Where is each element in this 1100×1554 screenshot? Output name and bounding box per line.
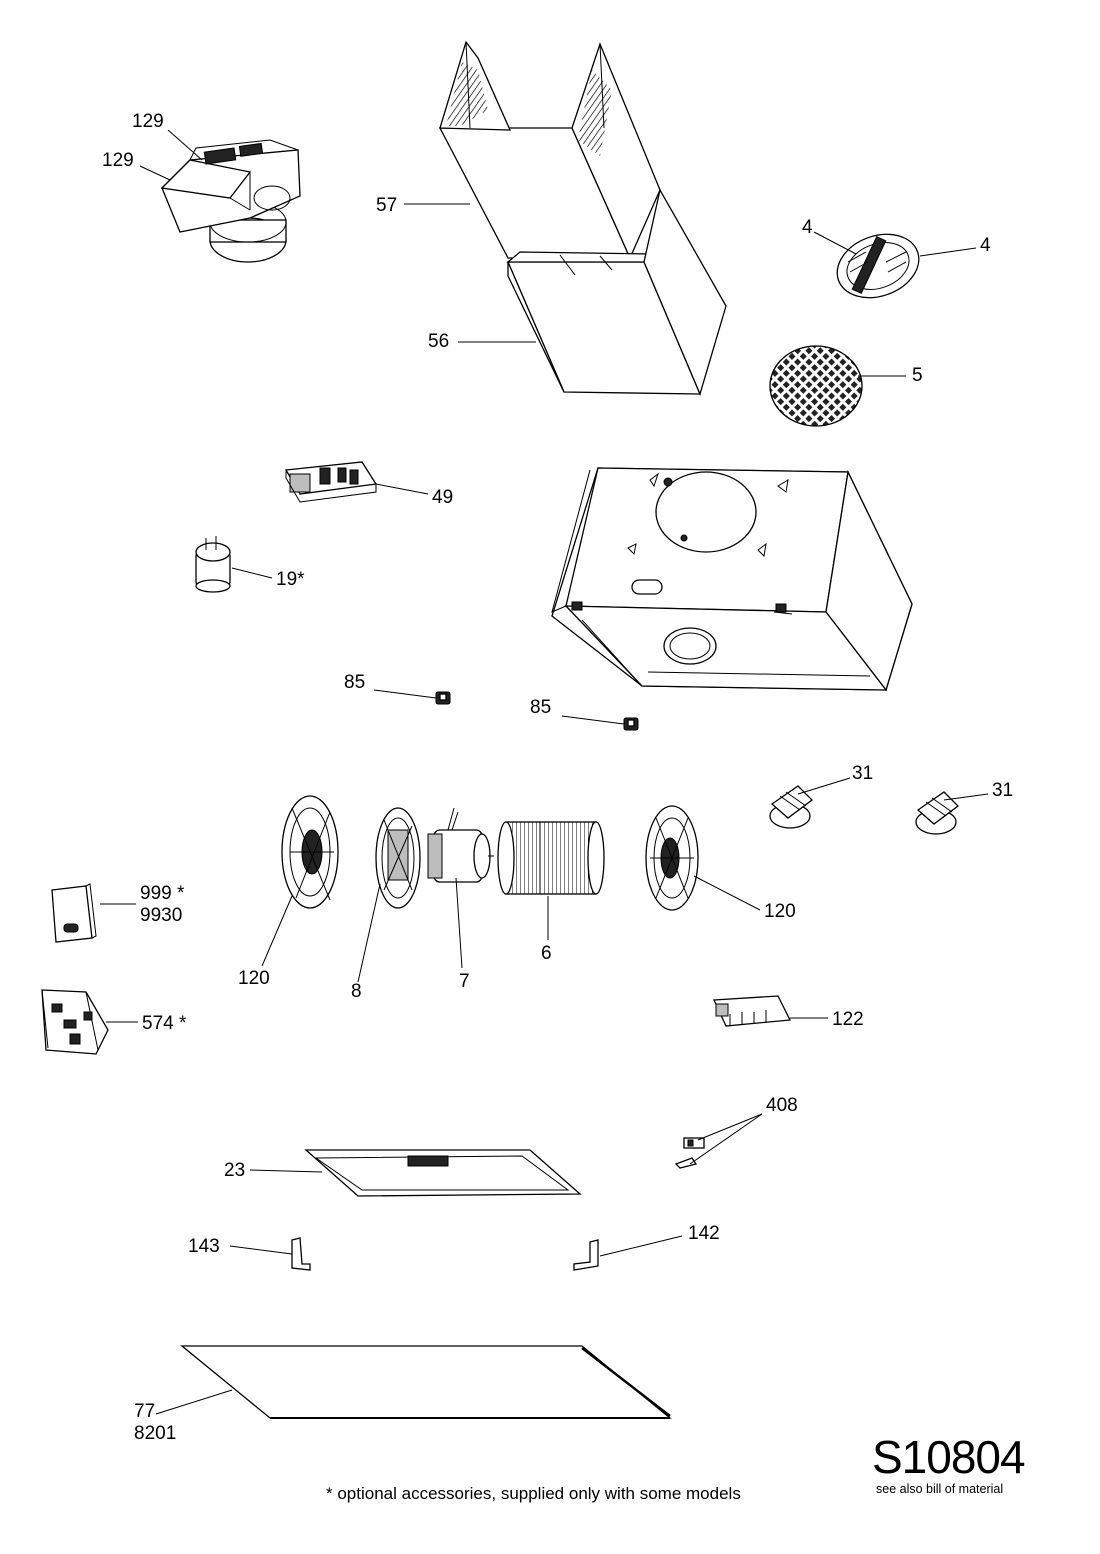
part-120-fan-housing-right xyxy=(645,805,699,911)
part-129-outlet-adapter xyxy=(160,139,301,263)
part-85-clip-right xyxy=(623,717,639,731)
bill-of-material-note: see also bill of material xyxy=(876,1482,1004,1496)
part-120-fan-housing-left xyxy=(281,795,339,909)
part-56-lower-chimney xyxy=(506,188,727,396)
callout-120-right: 120 xyxy=(764,901,796,922)
part-7-motor xyxy=(427,807,494,883)
callout-574: 574 * xyxy=(142,1013,187,1034)
callout-9930: 9930 xyxy=(140,905,183,926)
part-408-bracket xyxy=(674,1137,705,1169)
part-5-carbon-filter xyxy=(769,345,863,427)
part-49-control-board xyxy=(284,461,378,503)
leader-lines xyxy=(100,129,989,1415)
callout-8: 8 xyxy=(351,981,362,1002)
part-77-glass-panel xyxy=(180,1345,672,1419)
callout-7: 7 xyxy=(459,971,470,992)
part-122-switch-assembly xyxy=(713,995,792,1027)
callout-6: 6 xyxy=(541,943,552,964)
callout-85-right: 85 xyxy=(530,697,552,718)
part-4-backdraft-valve xyxy=(836,233,920,299)
callout-408: 408 xyxy=(766,1095,798,1116)
part-31-knob-right xyxy=(915,791,959,835)
part-23-grease-filter xyxy=(304,1149,582,1197)
callout-120-left: 120 xyxy=(238,968,270,989)
drawing-id: S10804 xyxy=(872,1431,1026,1483)
callout-999: 999 * xyxy=(140,883,185,904)
callout-85-left: 85 xyxy=(344,672,366,693)
optional-accessories-footnote: * optional accessories, supplied only wi… xyxy=(326,1484,741,1503)
callout-57: 57 xyxy=(376,195,398,216)
part-57-upper-chimney xyxy=(438,40,661,260)
callout-23: 23 xyxy=(224,1160,246,1181)
callout-129-side: 129 xyxy=(102,150,134,171)
callout-31-right: 31 xyxy=(992,780,1014,801)
callout-143: 143 xyxy=(188,1236,220,1257)
callout-122: 122 xyxy=(832,1009,864,1030)
callout-56: 56 xyxy=(428,331,450,352)
part-6-impeller xyxy=(497,821,605,895)
callout-4-left: 4 xyxy=(802,217,813,238)
callout-5: 5 xyxy=(912,365,923,386)
callout-49: 49 xyxy=(432,487,454,508)
part-31-knob-left xyxy=(769,785,813,829)
callout-4-right: 4 xyxy=(980,235,991,256)
callout-142: 142 xyxy=(688,1223,720,1244)
callout-31-left: 31 xyxy=(852,763,874,784)
part-574-accessory-kit xyxy=(41,989,109,1055)
part-19-capacitor xyxy=(195,536,231,593)
part-8-motor-bracket xyxy=(375,807,421,909)
part-142-filter-clip-right xyxy=(573,1239,599,1271)
callout-129-top: 129 xyxy=(132,111,164,132)
callout-19: 19* xyxy=(276,569,305,590)
callout-77: 77 xyxy=(134,1401,156,1422)
part-999-instruction-booklet xyxy=(51,883,97,943)
callout-8201: 8201 xyxy=(134,1423,177,1444)
part-143-filter-clip-left xyxy=(291,1237,311,1271)
hood-body xyxy=(551,467,913,692)
part-85-clip-left xyxy=(435,691,451,705)
